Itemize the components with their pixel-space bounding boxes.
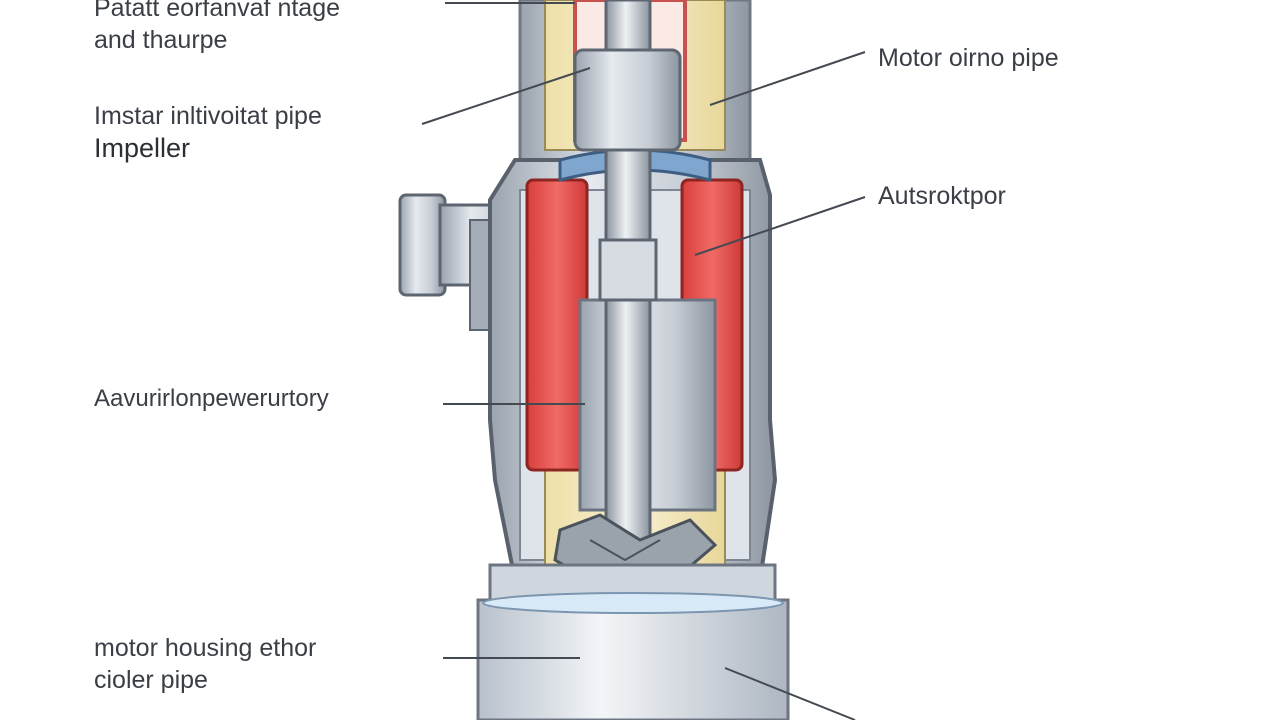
label-impeller-line1: Imstar inltivoitat pipe <box>94 102 322 130</box>
label-top-left-line2: and thaurpe <box>94 26 228 54</box>
label-bottom-line2: cioler pipe <box>94 666 208 694</box>
leader-motor-pipe <box>709 51 866 106</box>
label-impeller-line2: Impeller <box>94 133 191 163</box>
label-bottom-line1: motor housing ethor <box>94 634 317 662</box>
label-motor-pipe-text: Motor oirno pipe <box>878 44 1059 72</box>
label-impeller: Imstar inltivoitat pipe Impeller <box>94 100 322 164</box>
leader-lines <box>421 2 866 720</box>
leader-impeller <box>421 67 591 125</box>
leader-base <box>724 667 856 720</box>
label-top-left: Patatt eorfanvaf ntage and thaurpe <box>94 0 340 56</box>
leader-auto <box>694 196 866 256</box>
drive-shaft <box>573 0 682 562</box>
label-top-left-line1: Patatt eorfanvaf ntage <box>94 0 341 22</box>
label-mid-left: Aavurirlonpewerurtory <box>94 383 329 415</box>
label-auto-text: Autsroktpor <box>878 182 1006 210</box>
label-auto: Autsroktpor <box>878 180 1006 212</box>
base-housing <box>476 563 790 720</box>
label-mid-left-text: Aavurirlonpewerurtory <box>94 385 329 412</box>
label-motor-pipe: Motor oirno pipe <box>878 42 1059 74</box>
label-bottom: motor housing ethor cioler pipe <box>94 632 316 696</box>
